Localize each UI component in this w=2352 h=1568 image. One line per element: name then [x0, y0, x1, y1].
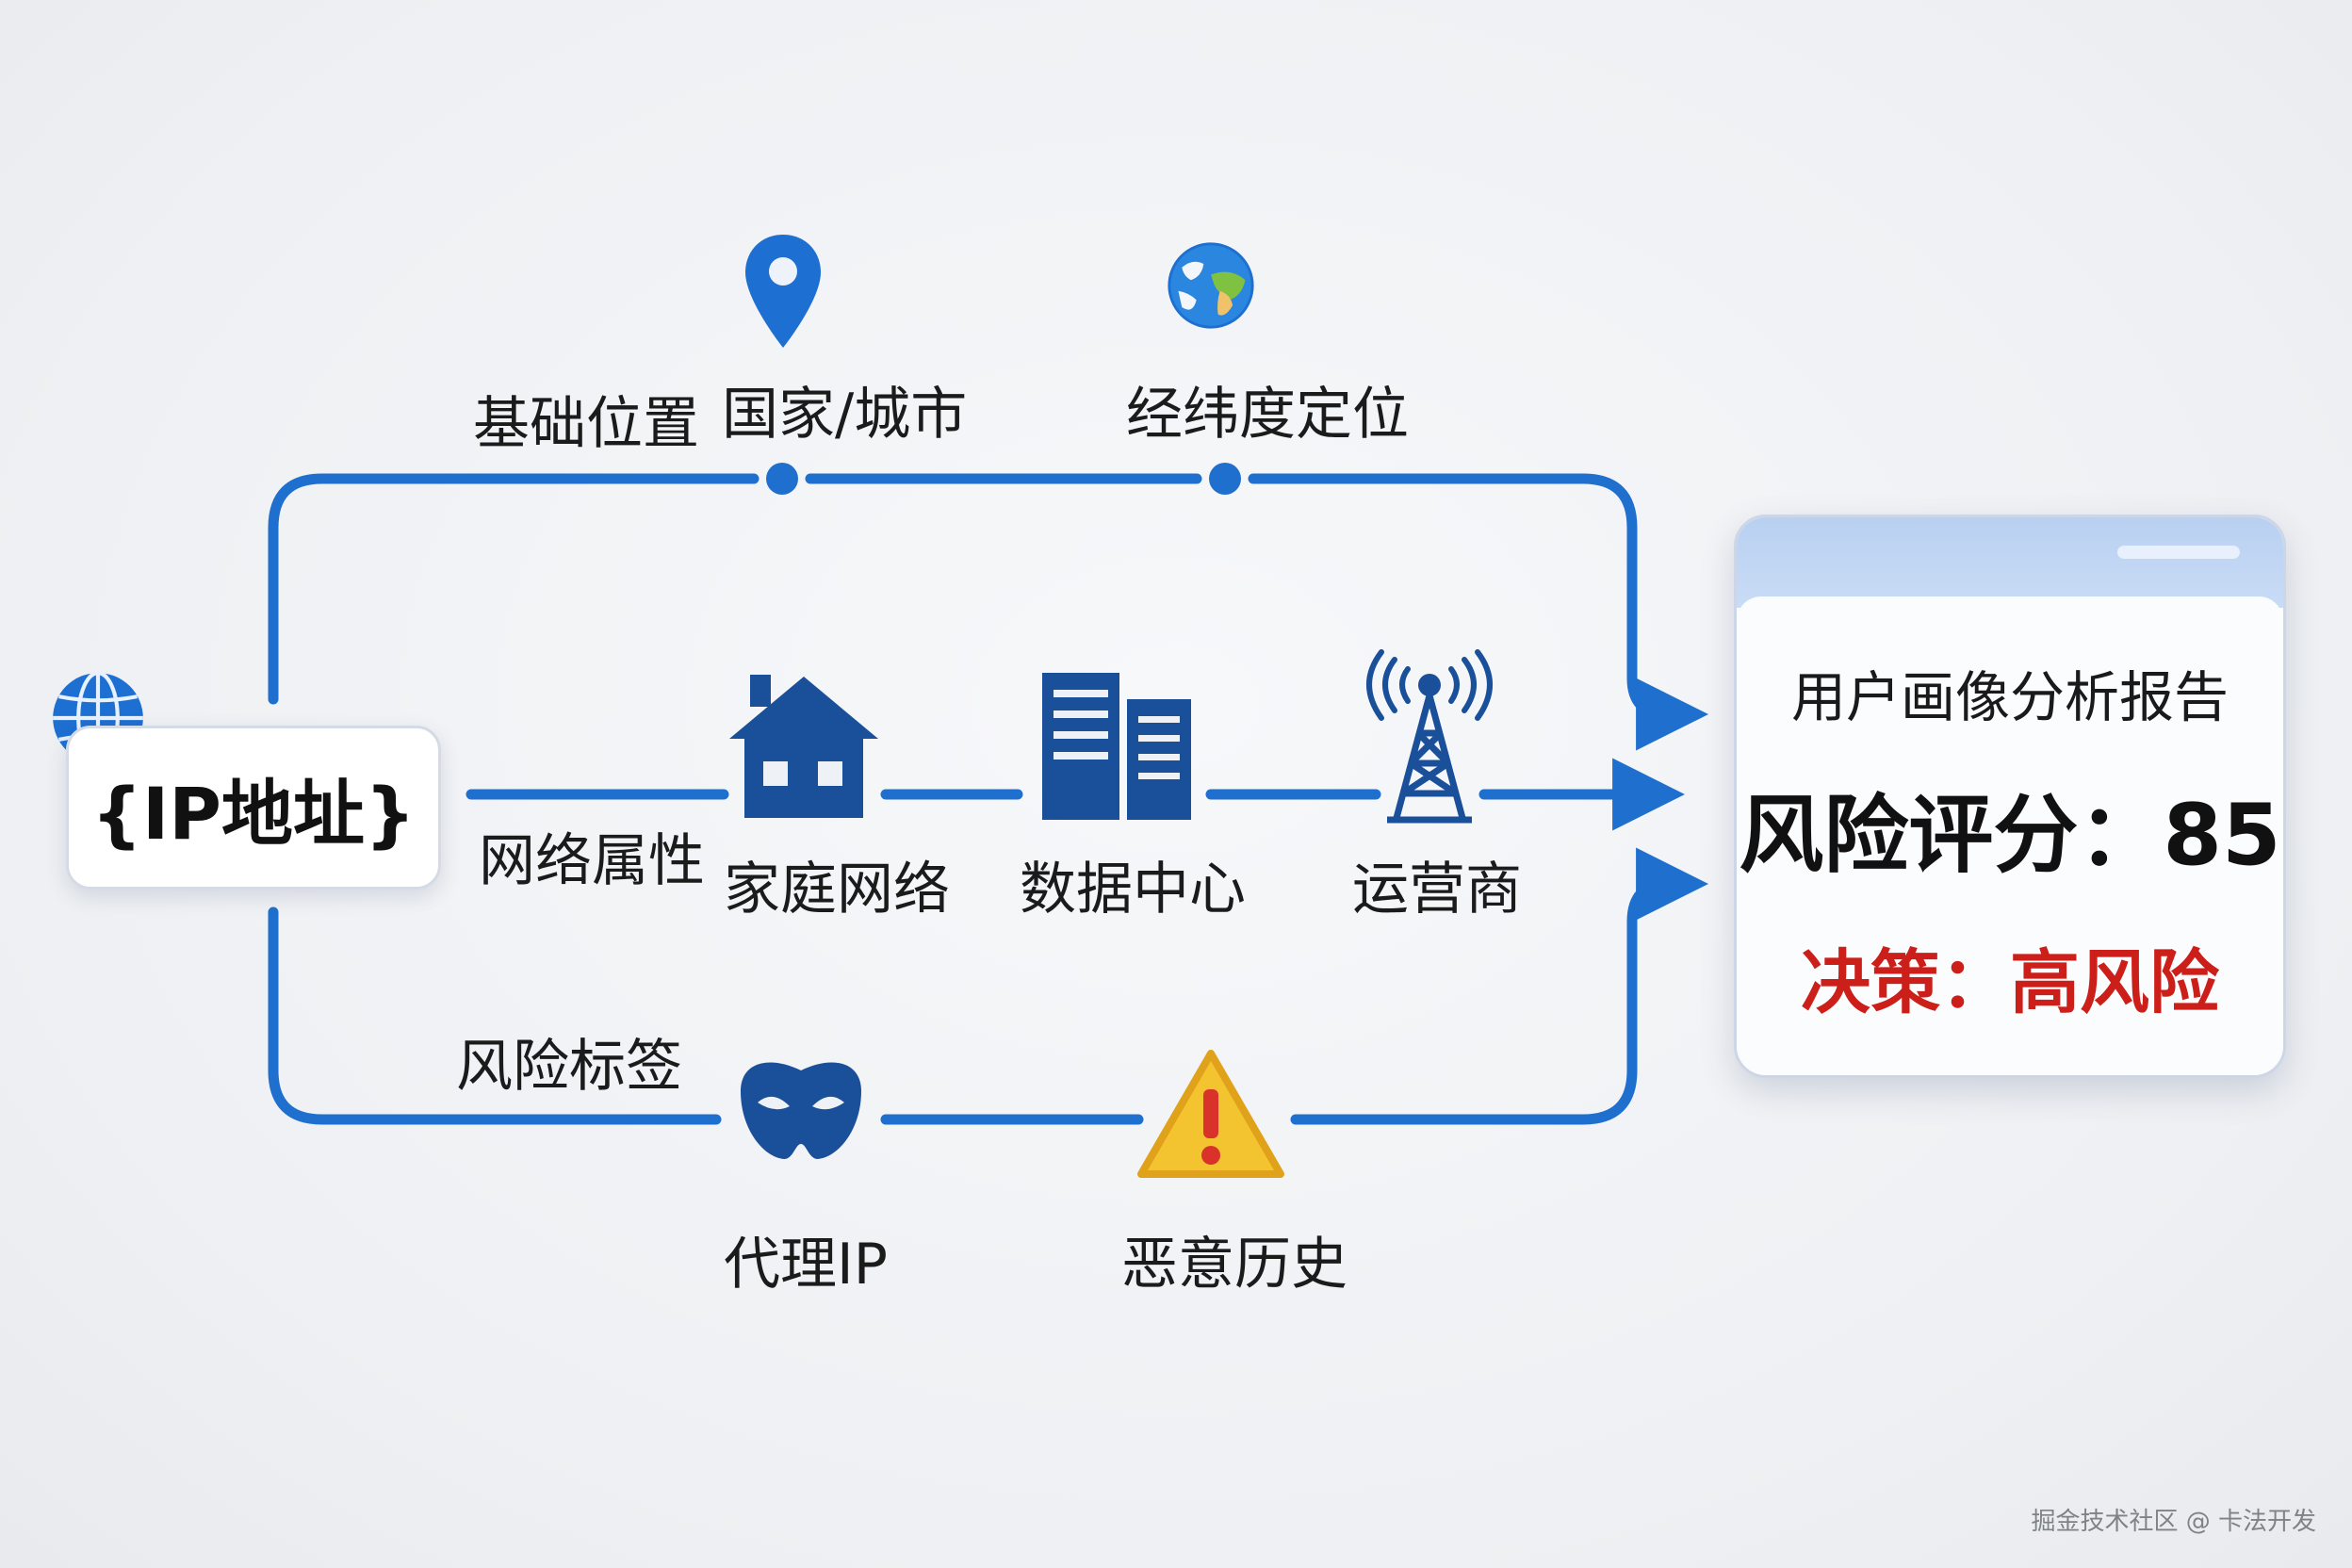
- location-node-dot-1: [766, 463, 798, 495]
- data-center-icon: [1042, 673, 1191, 820]
- radio-tower-icon: [1366, 649, 1493, 824]
- location-branch-label: 基础位置: [473, 391, 699, 457]
- risk-branch-line: [268, 906, 722, 1125]
- network-node-label-3: 运营商: [1352, 857, 1522, 923]
- report-header-bar: [2117, 546, 2240, 559]
- location-node-label-2: 经纬度定位: [1126, 382, 1409, 448]
- network-node-label-2: 数据中心: [1020, 857, 1246, 923]
- location-node-dot-2: [1209, 463, 1241, 495]
- ip-address-node: {IP地址}: [66, 726, 441, 890]
- location-node-label-1: 国家/城市: [722, 382, 968, 448]
- risk-to-report-arrow: [1290, 847, 1709, 1125]
- location-branch-line: [268, 473, 760, 705]
- risk-decision: 决策：高风险: [1801, 942, 2219, 1023]
- risk-node-label-1: 代理IP: [724, 1232, 888, 1298]
- location-to-report-arrow: [1248, 473, 1709, 751]
- watermark: 掘金技术社区 @ 卡法开发: [2031, 1508, 2316, 1536]
- house-icon: [729, 675, 878, 818]
- report-body: 用户画像分析报告 风险评分：85 决策：高风险: [1737, 596, 2283, 1075]
- report-title: 用户画像分析报告: [1790, 665, 2229, 729]
- profile-report-card: 用户画像分析报告 风险评分：85 决策：高风险: [1734, 514, 2286, 1078]
- map-pin-icon: [745, 235, 821, 348]
- mask-icon: [741, 1062, 861, 1159]
- risk-score: 风险评分：85: [1739, 786, 2281, 885]
- network-node-label-1: 家庭网络: [724, 857, 950, 923]
- ip-address-label: {IP地址}: [90, 772, 416, 856]
- network-branch-label: 网络属性: [479, 828, 705, 894]
- risk-branch-label: 风险标签: [456, 1034, 682, 1100]
- report-header: [1737, 517, 2283, 608]
- warning-icon: [1137, 1050, 1284, 1178]
- globe-icon: [1168, 242, 1254, 329]
- risk-node-label-2: 恶意历史: [1121, 1232, 1348, 1298]
